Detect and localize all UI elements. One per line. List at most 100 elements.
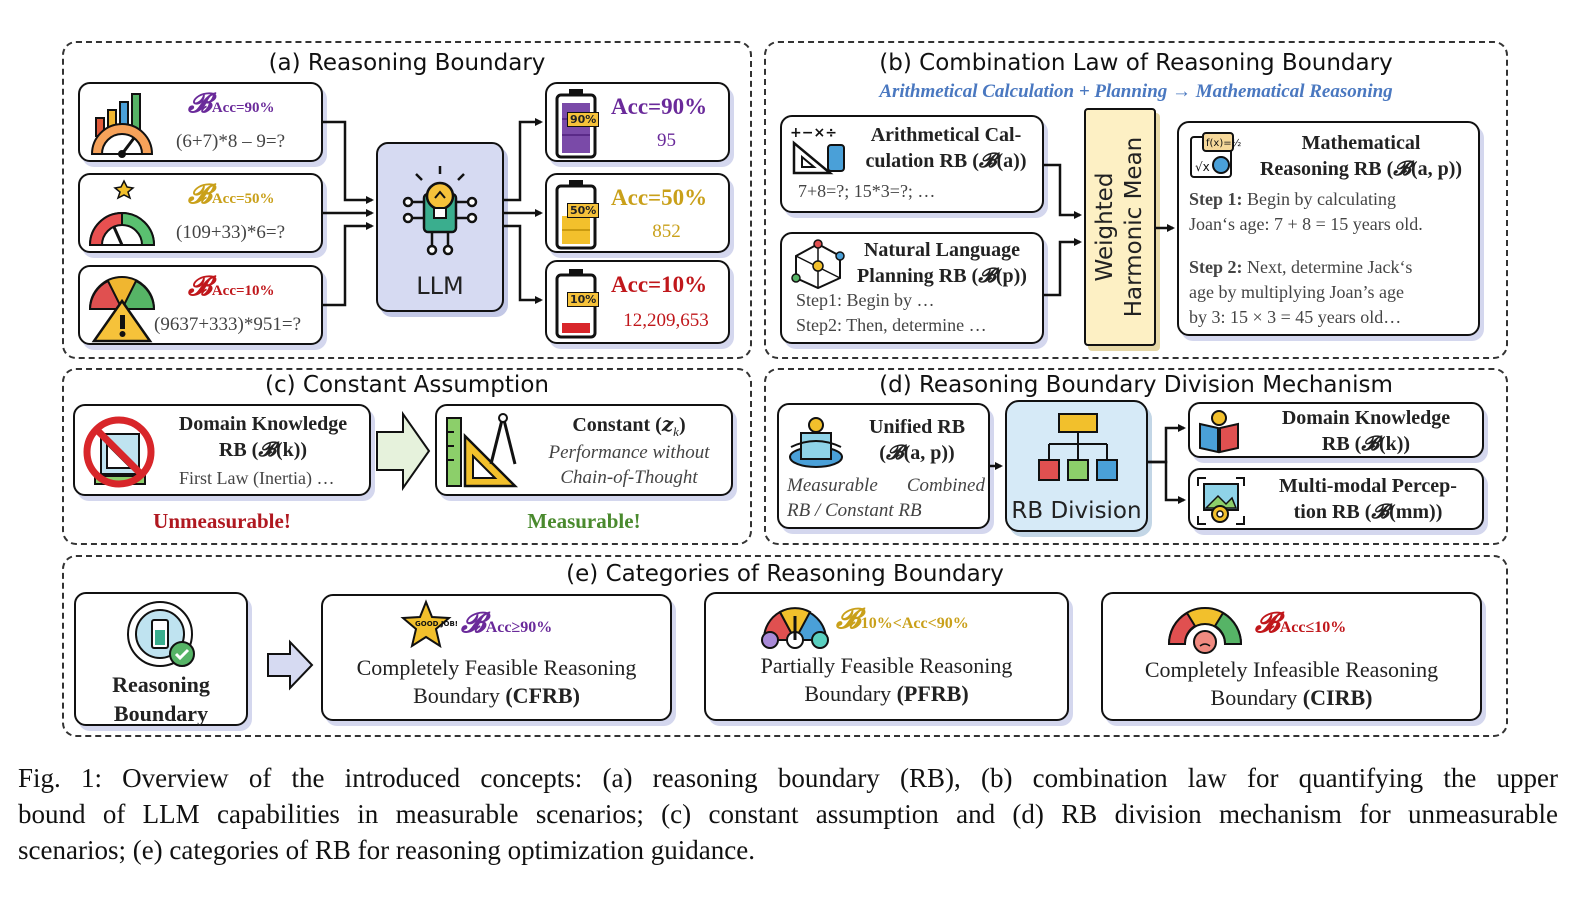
rb-label-90: 𝓑Acc=90% <box>188 88 275 119</box>
accuracy-label: Acc=90% <box>611 94 708 119</box>
arithmetic-example: 7+8=?; 15*3=?; … <box>798 181 936 201</box>
unified-person-icon <box>789 417 843 468</box>
domain-knowledge-example: First Law (Inertia) … <box>179 468 335 488</box>
caption-line: Fig. 1: Overview of the introduced conce… <box>18 763 1558 793</box>
book-lightbulb-icon <box>1199 410 1239 454</box>
rb-division-label: RB Division <box>1011 498 1142 524</box>
arithmetic-rb-title: Arithmetical Cal- culation RB (𝓑(a)) <box>865 124 1027 172</box>
warning-gauge-icon <box>88 276 156 343</box>
caption-line: bound of LLM capabilities in measurable … <box>18 799 1558 829</box>
expression: (9637+333)*951=? <box>154 314 302 335</box>
domain-knowledge-rb-box: Domain Knowledge RB (𝓑(k)) <box>1188 402 1484 458</box>
sad-gauge-icon <box>1167 607 1243 654</box>
good-job-star-icon: GOOD JOB! <box>400 599 458 649</box>
rb-label-10: 𝓑Acc=10% <box>188 271 275 302</box>
image-gear-icon <box>1197 477 1245 525</box>
output-10: 10% Acc=10% 12,209,653 <box>545 260 730 344</box>
good-job-text: GOOD JOB! <box>415 620 458 628</box>
unified-rb-box: Unified RB (𝓑(a, p)) Measurable Combined… <box>777 403 990 529</box>
panel-reasoning-boundary: (a) Reasoning Boundary <box>62 41 752 359</box>
calculator-ruler-icon: +−×÷ <box>790 125 845 175</box>
battery-check-icon <box>127 601 195 667</box>
panel-constant-assumption: (c) Constant Assumption <box>62 368 752 545</box>
accuracy-label: Acc=50% <box>611 185 708 210</box>
rb-row-50: 𝓑Acc=50% (109+33)*6=? <box>78 173 323 253</box>
pfrb-symbol: 𝓑10%<Acc<90% <box>836 602 969 635</box>
weighted-harmonic-mean-label: Weighted Harmonic Mean <box>1092 136 1147 318</box>
output-90: 90% Acc=90% 95 <box>545 82 730 162</box>
battery-half-icon <box>555 180 597 250</box>
unified-rb-description: Measurable Combined RB / Constant RB <box>787 475 985 521</box>
panel-combination-law: (b) Combination Law of Reasoning Boundar… <box>764 41 1508 359</box>
battery-badge: 10% <box>567 292 600 307</box>
expression: (109+33)*6=? <box>176 222 286 243</box>
math-reasoning-rb-box: f(x)=½ √x Mathematical Reasoning RB (𝓑(a… <box>1177 121 1480 336</box>
caption-line: scenarios; (e) categories of RB for reas… <box>18 835 756 865</box>
answer-value: 12,209,653 <box>623 310 709 331</box>
right-arrow-icon <box>376 410 431 492</box>
math-step2: Step 2: Next, determine Jack‘s age by mu… <box>1189 257 1413 327</box>
math-step1: Step 1: Begin by calculating Joan‘s age:… <box>1189 189 1423 234</box>
network-planning-icon <box>791 239 845 290</box>
panel-a-title: (a) Reasoning Boundary <box>268 50 546 76</box>
llm-box: LLM <box>376 142 504 312</box>
cfrb-symbol: 𝓑Acc≥90% <box>461 606 553 639</box>
rb-row-90: 𝓑Acc=90% (6+7)*8 – 9=? <box>78 82 323 162</box>
right-arrow-icon <box>267 639 314 691</box>
rb-label-50: 𝓑Acc=50% <box>188 179 275 210</box>
panel-rb-categories: (e) Categories of Reasoning Boundary <box>62 555 1508 737</box>
pfrb-label: Partially Feasible Reasoning Boundary (P… <box>760 653 1013 706</box>
hierarchy-icon <box>1038 413 1118 481</box>
cfrb-box: GOOD JOB! 𝓑Acc≥90% Completely Feasible R… <box>321 594 672 721</box>
domain-knowledge-title: Domain Knowledge RB (𝓑(k)) <box>178 413 348 461</box>
battery-badge: 50% <box>567 203 600 218</box>
panel-c-title: (c) Constant Assumption <box>265 372 549 398</box>
planning-rb-box: Natural Language Planning RB (𝓑(p)) Step… <box>780 232 1044 344</box>
reasoning-boundary-label: Reasoning Boundary <box>112 672 210 726</box>
unified-rb-title: Unified RB (𝓑(a, p)) <box>868 416 966 464</box>
cfrb-label: Completely Feasible Reasoning Boundary (… <box>356 655 637 708</box>
battery-badge: 90% <box>567 112 600 127</box>
arithmetic-rb-box: +−×÷ Arithmetical Cal- culation RB (𝓑(a)… <box>780 115 1044 213</box>
gauge-faces-icon <box>761 607 829 649</box>
planning-step2: Step2: Then, determine … <box>796 315 987 335</box>
constant-title: Constant (zk) <box>572 412 686 439</box>
constant-box: Constant (zk) Performance without Chain-… <box>435 404 733 496</box>
llm-label: LLM <box>416 272 464 300</box>
speedometer-icon <box>88 179 156 246</box>
weighted-harmonic-mean-box: Weighted Harmonic Mean <box>1084 108 1156 346</box>
domain-knowledge-rb-title: Domain Knowledge RB (𝓑(k)) <box>1281 407 1451 455</box>
multimodal-rb-box: Multi-modal Percep- tion RB (𝓑(mm)) <box>1188 468 1484 530</box>
planning-rb-title: Natural Language Planning RB (𝓑(p)) <box>857 239 1027 287</box>
panel-b-subtitle: Arithmetical Calculation + Planning → Ma… <box>879 81 1393 102</box>
chart-gauge-icon <box>90 93 154 158</box>
figure-caption: Fig. 1: Overview of the introduced conce… <box>18 760 1558 868</box>
constant-description: Performance without Chain-of-Thought <box>548 442 710 488</box>
domain-knowledge-box: Domain Knowledge RB (𝓑(k)) First Law (In… <box>73 404 371 496</box>
answer-value: 95 <box>657 130 676 151</box>
rb-division-box: RB Division <box>1005 400 1148 532</box>
svg-text:√x: √x <box>1195 160 1210 174</box>
accuracy-label: Acc=10% <box>611 272 708 297</box>
cirb-box: 𝓑Acc≤10% Completely Infeasible Reasoning… <box>1101 592 1482 721</box>
planning-step1: Step1: Begin by … <box>796 290 935 310</box>
svg-text:f(x)=½: f(x)=½ <box>1206 137 1242 149</box>
panel-b-title: (b) Combination Law of Reasoning Boundar… <box>879 50 1393 76</box>
multimodal-rb-title: Multi-modal Percep- tion RB (𝓑(mm)) <box>1279 475 1457 523</box>
lightbulb-circuit-icon <box>402 166 478 256</box>
panel-d-title: (d) Reasoning Boundary Division Mechanis… <box>879 372 1393 398</box>
math-reasoning-title: Mathematical Reasoning RB (𝓑(a, p)) <box>1259 132 1463 180</box>
expression: (6+7)*8 – 9=? <box>176 131 286 152</box>
reasoning-boundary-box: Reasoning Boundary <box>74 592 248 726</box>
output-50: 50% Acc=50% 852 <box>545 173 730 253</box>
ruler-compass-icon <box>446 413 519 488</box>
answer-value: 852 <box>652 221 681 242</box>
no-ruler-icon <box>83 416 155 488</box>
panel-e-title: (e) Categories of Reasoning Boundary <box>566 561 1004 587</box>
cirb-label: Completely Infeasible Reasoning Boundary… <box>1144 657 1439 710</box>
measurable-label: Measurable! <box>527 509 641 533</box>
formula-chart-icon: f(x)=½ √x <box>1190 132 1242 178</box>
panel-rb-division: (d) Reasoning Boundary Division Mechanis… <box>764 368 1508 545</box>
pfrb-box: 𝓑10%<Acc<90% Partially Feasible Reasonin… <box>704 592 1069 721</box>
svg-text:+−×÷: +−×÷ <box>790 125 837 141</box>
